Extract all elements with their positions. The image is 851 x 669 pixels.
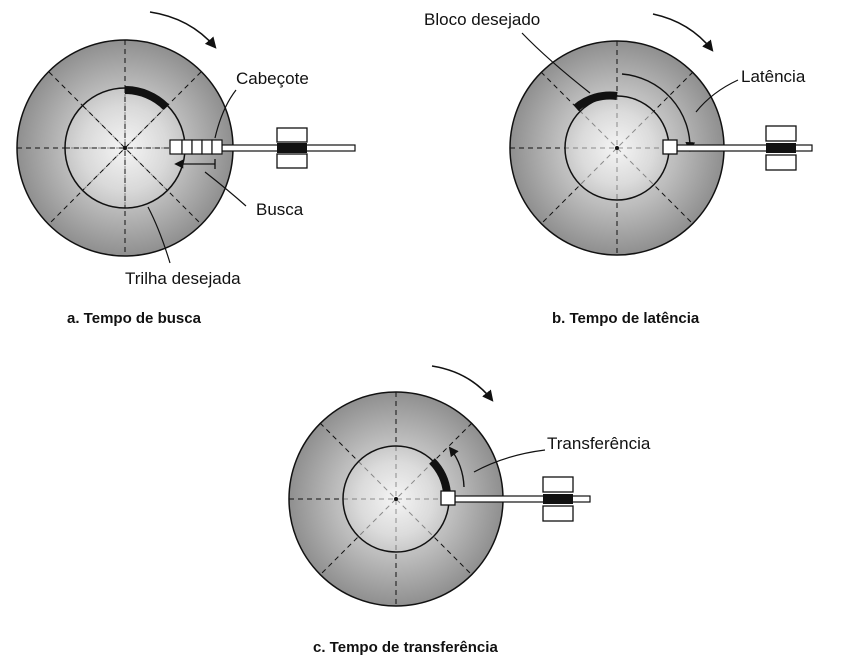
arm-mount-mid [277,143,307,153]
head-positions [169,139,223,155]
label-desired-track: Trilha desejada [125,269,241,288]
panel-transfer-time: Transferência c. Tempo de transferência [288,365,651,656]
arm-mount-mid [543,494,573,504]
label-seek: Busca [256,200,304,219]
arm-mount-top [276,127,308,143]
arm-mount-mid [766,143,796,153]
latency-arrow [621,73,696,152]
rotation-arrow [431,365,494,402]
rotation-arrow [149,11,217,49]
label-transfer: Transferência [547,434,651,453]
transfer-arrow [448,446,465,488]
arm-mount-bottom [542,505,574,522]
caption-transfer: c. Tempo de transferência [313,639,498,656]
caption-latency: b. Tempo de latência [552,310,700,327]
data-block [573,91,618,112]
head [440,490,456,506]
rotation-arrow [652,13,714,52]
arm-mount-bottom [765,154,797,171]
head [662,139,678,155]
arm-mount-top [542,476,574,493]
arm-mount-top [765,125,797,142]
panel-seek-time: Cabeçote Busca Trilha desejada a. Tempo … [16,11,356,327]
panel-latency-time: Bloco desejado Latência b. Tempo de latê… [424,10,813,327]
label-head: Cabeçote [236,69,309,88]
arm-mount-bottom [276,153,308,169]
label-latency: Latência [741,67,806,86]
label-desired-block: Bloco desejado [424,10,540,29]
data-block [124,86,169,110]
caption-seek: a. Tempo de busca [67,310,202,327]
